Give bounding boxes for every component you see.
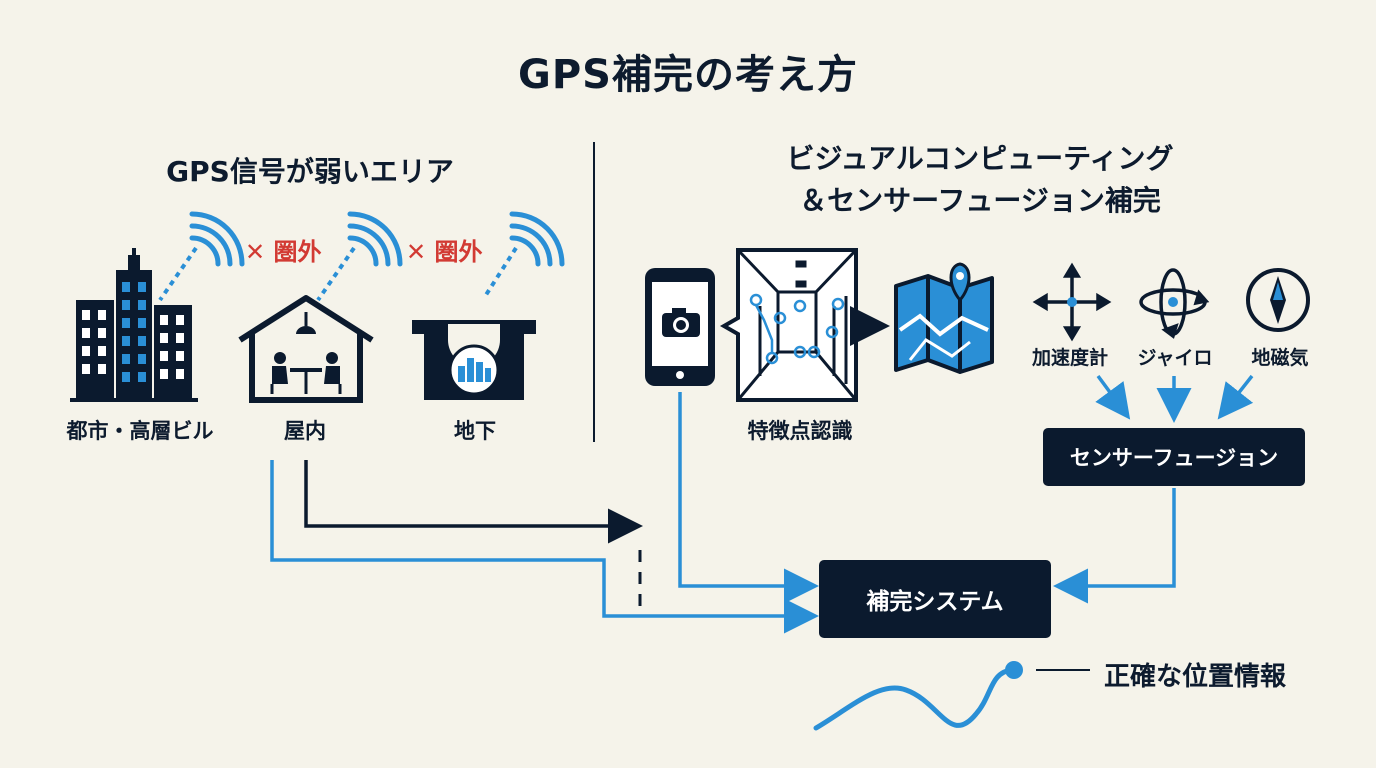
weak-gps-heading: GPS信号が弱いエリア — [166, 155, 454, 188]
smartphone-camera-icon — [645, 268, 715, 386]
weak-signal-dotted-lines — [158, 246, 518, 302]
no-signal-label-2: ✕ 圏外 — [406, 238, 483, 266]
heading-line-1: ビジュアルコンピューティング — [786, 142, 1174, 175]
map-pin-icon — [894, 262, 994, 374]
sensor-label-magnetometer: 地磁気 — [1251, 347, 1309, 369]
accurate-position-label: 正確な位置情報 — [1104, 662, 1287, 692]
heading-line-2: ＆センサーフュージョン補完 — [799, 184, 1161, 217]
skyscraper-icon — [70, 248, 198, 402]
trajectory-path-icon — [813, 661, 1023, 731]
visual-computing-heading: ビジュアルコンピューティング ＆センサーフュージョン補完 — [700, 138, 1260, 222]
area-label-underground: 地下 — [454, 419, 496, 443]
gyroscope-icon — [1139, 268, 1210, 339]
area-label-city: 都市・高層ビル — [66, 419, 214, 443]
feature-recognition-label: 特徴点認識 — [747, 419, 853, 443]
sensor-to-fusion-arrows — [1095, 374, 1254, 423]
accelerometer-icon — [1032, 262, 1112, 342]
signal-wave-icon — [189, 211, 565, 267]
sensor-label-accelerometer: 加速度計 — [1031, 347, 1108, 369]
complement-system-box: 補完システム — [819, 560, 1051, 638]
sensor-label-gyro: ジャイロ — [1137, 347, 1213, 369]
page-title: GPS補完の考え方 — [518, 52, 858, 98]
feature-recognition-icon — [719, 248, 858, 402]
area-label-indoor: 屋内 — [284, 419, 326, 443]
no-signal-label-1: ✕ 圏外 — [245, 238, 322, 266]
underground-icon — [412, 320, 536, 400]
house-icon — [238, 295, 374, 403]
indoor-flow-line — [270, 460, 819, 634]
sensor-fusion-box: センサーフュージョン — [1043, 428, 1305, 486]
compass-icon — [1246, 268, 1310, 332]
fusion-flow-line — [1053, 488, 1176, 604]
phone-flow-line — [678, 392, 819, 604]
